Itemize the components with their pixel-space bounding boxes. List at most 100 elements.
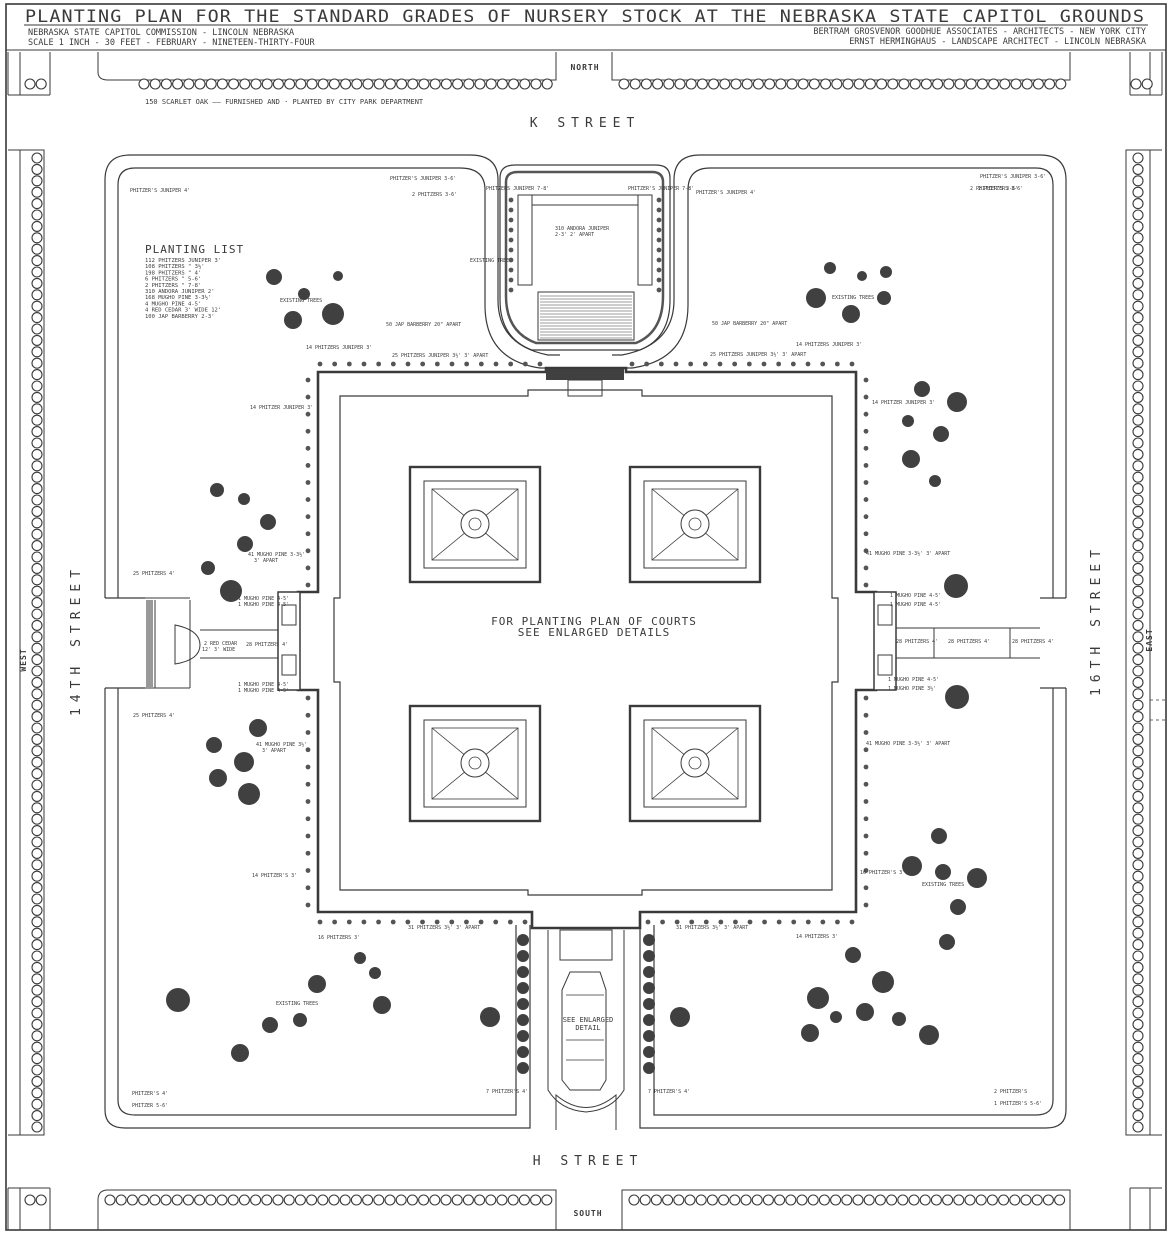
annotation-w1mugho2: 1 MUGHO PINE 4-5' xyxy=(238,602,289,608)
annotation-existing-trees-ne: EXISTING TREES xyxy=(832,295,874,301)
street-tree xyxy=(953,1194,965,1206)
street-tree xyxy=(908,1194,920,1206)
street-tree xyxy=(31,950,43,962)
street-tree xyxy=(519,78,531,90)
street-tree xyxy=(1132,220,1144,232)
tree xyxy=(856,1003,874,1021)
street-tree xyxy=(1132,1007,1144,1019)
tree xyxy=(308,975,326,993)
annotation-existing-trees-se: EXISTING TREES xyxy=(922,882,964,888)
annotation-e41b: 41 MUGHO PINE 3-3½' 3' APART xyxy=(866,740,950,747)
court-bed xyxy=(431,727,519,800)
header-right-line1: BERTRAM GROSVENOR GOODHUE ASSOCIATES - A… xyxy=(813,27,1146,37)
shrub xyxy=(305,394,311,400)
street-tree xyxy=(31,711,43,723)
street-tree xyxy=(1132,779,1144,791)
shrub xyxy=(305,480,311,485)
street-tree xyxy=(930,1194,942,1206)
shrub xyxy=(332,919,338,925)
street-tree xyxy=(328,78,340,90)
street-tree xyxy=(227,1194,239,1206)
street-tree xyxy=(35,1194,47,1206)
street-tree xyxy=(205,78,217,90)
header-left-line2: SCALE 1 INCH - 30 FEET - FEBRUARY - NINE… xyxy=(28,38,315,48)
street-tree xyxy=(975,1194,987,1206)
street-tree xyxy=(1132,904,1144,916)
street-tree xyxy=(1132,163,1144,175)
shrub xyxy=(645,919,651,925)
street-tree xyxy=(1132,1087,1144,1099)
street-tree xyxy=(418,78,430,90)
tree xyxy=(234,752,254,772)
annotation-existing-trees-sw: EXISTING TREES xyxy=(276,1001,318,1007)
annotation-w25a: 25 PHITZERS 4' xyxy=(133,571,175,577)
street-tree xyxy=(1132,927,1144,939)
annotation-n25-w: 25 PHITZERS JUNIPER 3½' 3' APART xyxy=(392,352,488,359)
tree xyxy=(298,288,310,300)
planting-list-title: PLANTING LIST xyxy=(145,243,244,256)
street-tree xyxy=(507,1194,519,1206)
street-tree xyxy=(618,78,630,90)
tree xyxy=(231,1044,249,1062)
shrub xyxy=(656,207,662,213)
compass-east: EAST xyxy=(1145,628,1154,651)
shrub xyxy=(449,919,455,925)
shrub xyxy=(390,361,396,367)
shrub xyxy=(305,850,311,856)
street-tree xyxy=(31,1030,43,1042)
street-tree xyxy=(238,1194,250,1206)
street-tree xyxy=(440,1194,452,1206)
shrub xyxy=(332,361,338,367)
tree xyxy=(249,719,267,737)
street-tree xyxy=(31,608,43,620)
street-tree xyxy=(1132,403,1144,415)
south-detail-line2: DETAIL xyxy=(575,1024,600,1032)
shrub xyxy=(656,197,662,203)
street-tree xyxy=(897,1194,909,1206)
annotation-w1mugho4: 1 MUGHO PINE 4-5' xyxy=(238,688,289,694)
shrub xyxy=(863,695,869,701)
street-tree xyxy=(31,859,43,871)
street-tree xyxy=(1132,699,1144,711)
court xyxy=(628,465,762,584)
14th-street-label: 14TH STREET xyxy=(69,564,84,716)
annotation-w41b: 41 MUGHO PINE 3½' xyxy=(256,741,307,748)
street-tree xyxy=(31,1121,43,1133)
street-tree xyxy=(31,152,43,164)
street-tree xyxy=(663,78,675,90)
east-city-blocks xyxy=(1125,149,1166,1136)
court-fountain xyxy=(680,748,710,778)
street-tree xyxy=(830,1194,842,1206)
tree xyxy=(237,536,253,552)
annotation-s31e: 31 PHITZERS 3½' 3' APART xyxy=(676,924,748,931)
street-tree xyxy=(31,437,43,449)
shrub xyxy=(658,361,664,367)
street-tree xyxy=(1132,540,1144,552)
street-tree xyxy=(986,1194,998,1206)
street-tree xyxy=(31,448,43,460)
street-tree xyxy=(205,1194,217,1206)
street-tree xyxy=(841,1194,853,1206)
tree xyxy=(902,415,914,427)
street-tree xyxy=(295,78,307,90)
annotation-wredcedar2: 12' 3' WIDE xyxy=(202,647,235,653)
header-left-line1: NEBRASKA STATE CAPITOL COMMISSION - LINC… xyxy=(28,28,294,38)
tree xyxy=(643,934,655,946)
shrub xyxy=(522,361,528,367)
street-tree xyxy=(31,1007,43,1019)
street-tree xyxy=(261,78,273,90)
street-tree xyxy=(31,471,43,483)
shrub xyxy=(863,445,869,451)
foundation-hedges xyxy=(305,197,869,925)
street-tree xyxy=(31,414,43,426)
street-tree xyxy=(752,78,764,90)
street-tree xyxy=(31,984,43,996)
street-tree xyxy=(1132,1018,1144,1030)
shrub xyxy=(493,361,499,367)
street-tree xyxy=(1132,608,1144,620)
16th-street-label: 16TH STREET xyxy=(1089,544,1104,696)
shrub xyxy=(849,361,855,367)
shrub xyxy=(478,919,484,925)
shrub xyxy=(863,411,869,417)
